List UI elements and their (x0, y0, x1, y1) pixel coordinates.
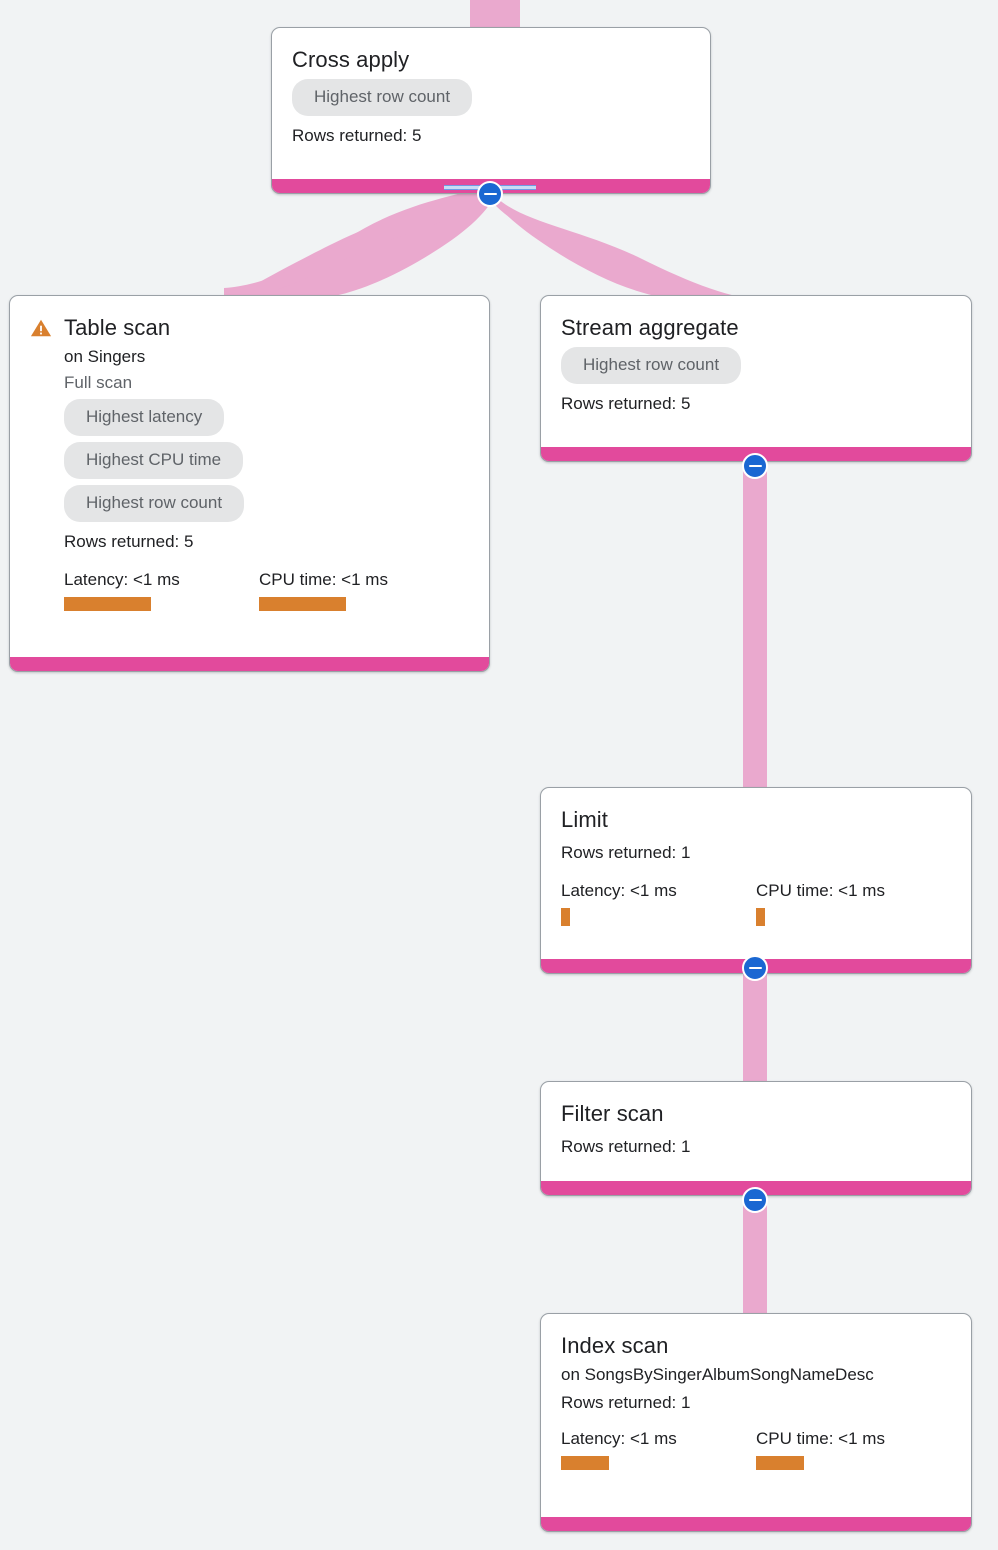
metric-cpu-time: CPU time: <1 ms (756, 880, 885, 926)
title-row: Table scan (30, 314, 170, 342)
scan-type: Full scan (64, 373, 133, 392)
metric-bar (756, 1456, 804, 1470)
rows-returned: Rows returned: 5 (561, 394, 691, 413)
node-accent-bar (541, 1517, 971, 1531)
metrics-row: Latency: <1 ms CPU time: <1 ms (561, 1428, 951, 1470)
node-title: Limit (561, 807, 608, 832)
rows-returned: Rows returned: 1 (561, 843, 691, 862)
metric-cpu-time: CPU time: <1 ms (259, 569, 388, 611)
node-body: Stream aggregate Highest row count Rows … (541, 296, 971, 447)
metric-label: CPU time: <1 ms (259, 570, 388, 589)
collapse-toggle-filter-scan[interactable] (742, 1187, 768, 1213)
rows-returned: Rows returned: 5 (292, 126, 422, 145)
minus-icon (748, 464, 762, 468)
node-limit[interactable]: Limit Rows returned: 1 Latency: <1 ms CP… (540, 787, 972, 974)
node-filter-scan[interactable]: Filter scan Rows returned: 1 (540, 1081, 972, 1196)
node-title: Index scan (561, 1333, 669, 1358)
metrics-row: Latency: <1 ms CPU time: <1 ms (561, 880, 951, 926)
rows-returned: Rows returned: 5 (64, 532, 194, 551)
metric-latency: Latency: <1 ms (561, 880, 756, 926)
metric-bar (756, 908, 765, 926)
rows-returned: Rows returned: 1 (561, 1393, 691, 1412)
node-subtitle: on SongsBySingerAlbumSongNameDesc (561, 1365, 874, 1384)
badge-highest-row-count: Highest row count (561, 347, 742, 384)
edge-ribbon-left-wide (222, 188, 496, 300)
node-body: Cross apply Highest row count Rows retur… (272, 28, 710, 179)
node-title: Filter scan (561, 1101, 664, 1126)
edge-into-cross-apply (470, 0, 520, 30)
node-title: Cross apply (292, 47, 410, 72)
edge-cross-apply-to-table-scan (228, 192, 489, 300)
edge-ribbon-left (224, 186, 490, 300)
title-row: Index scan (561, 1332, 668, 1360)
node-title: Table scan (64, 315, 171, 340)
badge-group: Highest latency Highest CPU time Highest… (64, 396, 245, 525)
metric-latency: Latency: <1 ms (561, 1428, 756, 1470)
node-body: Filter scan Rows returned: 1 (541, 1082, 971, 1181)
node-body: Limit Rows returned: 1 Latency: <1 ms CP… (541, 788, 971, 959)
collapse-toggle-cross-apply[interactable] (477, 181, 503, 207)
metric-bar (561, 1456, 609, 1470)
metric-label: Latency: <1 ms (561, 881, 677, 900)
metric-label: Latency: <1 ms (561, 1429, 677, 1448)
warning-icon (30, 319, 52, 337)
title-row: Stream aggregate (561, 314, 739, 342)
metric-bar (561, 908, 570, 926)
edge-stream-aggregate-to-limit (743, 462, 767, 790)
node-title: Stream aggregate (561, 315, 739, 340)
title-row: Filter scan (561, 1100, 664, 1128)
badge-highest-latency: Highest latency (64, 399, 225, 436)
node-index-scan[interactable]: Index scan on SongsBySingerAlbumSongName… (540, 1313, 972, 1532)
edge-left-band (222, 190, 497, 300)
metric-label: CPU time: <1 ms (756, 881, 885, 900)
minus-icon (483, 192, 497, 196)
metric-label: Latency: <1 ms (64, 570, 180, 589)
node-table-scan[interactable]: Table scan on Singers Full scan Highest … (9, 295, 490, 672)
node-body: Index scan on SongsBySingerAlbumSongName… (541, 1314, 971, 1517)
edge-right-band (484, 188, 766, 300)
node-subtitle: on Singers (64, 347, 146, 366)
badge-highest-row-count: Highest row count (292, 79, 473, 116)
minus-icon (748, 1198, 762, 1202)
metric-cpu-time: CPU time: <1 ms (756, 1428, 885, 1470)
metric-bar (64, 597, 151, 611)
edge-filter-scan-to-index-scan (743, 1196, 767, 1316)
badge-highest-row-count: Highest row count (64, 485, 245, 522)
edge-cross-apply-to-table-scan-fill (224, 190, 487, 300)
metric-bar (259, 597, 346, 611)
metric-label: CPU time: <1 ms (756, 1429, 885, 1448)
badge-highest-cpu-time: Highest CPU time (64, 442, 244, 479)
metrics-row: Latency: <1 ms CPU time: <1 ms (64, 569, 489, 611)
node-body: Table scan on Singers Full scan Highest … (10, 296, 489, 657)
rows-returned: Rows returned: 1 (561, 1137, 691, 1156)
node-stream-aggregate[interactable]: Stream aggregate Highest row count Rows … (540, 295, 972, 462)
metric-latency: Latency: <1 ms (64, 569, 259, 611)
edge-cross-apply-to-stream-aggregate (488, 190, 762, 300)
collapse-toggle-limit[interactable] (742, 955, 768, 981)
title-row: Limit (561, 806, 608, 834)
node-accent-bar (10, 657, 489, 671)
edge-limit-to-filter-scan (743, 964, 767, 1084)
minus-icon (748, 966, 762, 970)
collapse-toggle-stream-aggregate[interactable] (742, 453, 768, 479)
node-cross-apply[interactable]: Cross apply Highest row count Rows retur… (271, 27, 711, 194)
title-row: Cross apply (292, 46, 409, 74)
